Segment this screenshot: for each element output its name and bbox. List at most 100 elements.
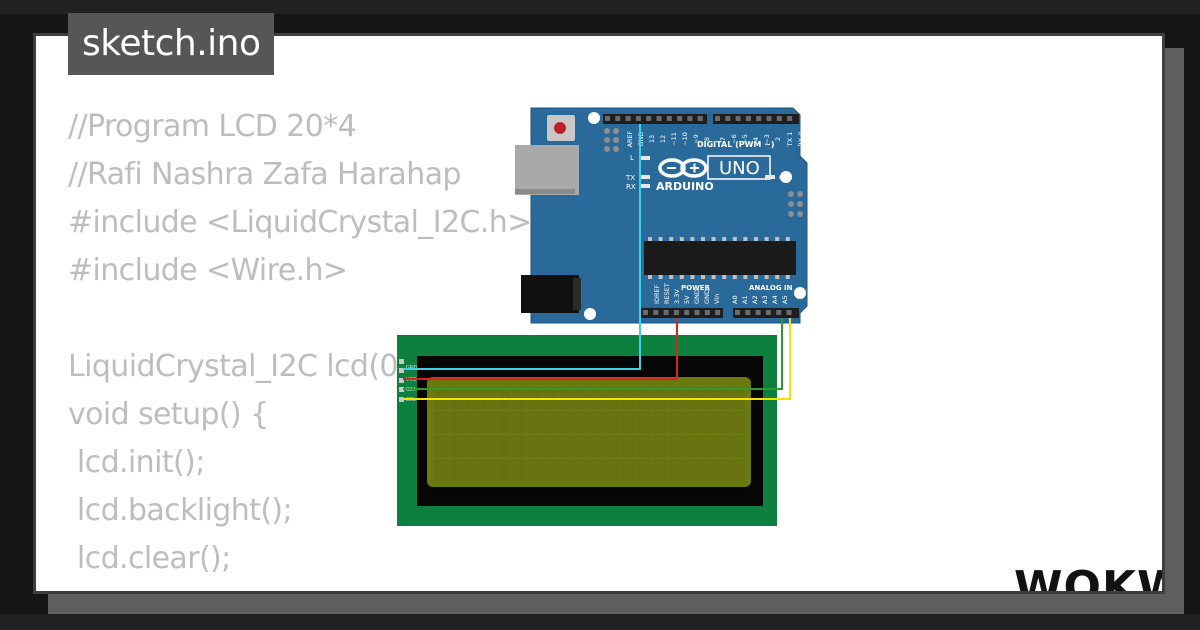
lcd-char-cell [527, 459, 543, 481]
code-line: lcd.clear(); [68, 541, 231, 576]
digital-pin-label: ~5 [741, 134, 749, 144]
led-rx [640, 184, 650, 188]
lcd-char-cell [449, 411, 465, 433]
chip-pin [658, 237, 663, 241]
digital-pin-label: ~10 [681, 132, 689, 146]
icsp-pin [613, 146, 619, 152]
digital-pin-label: 8 [703, 137, 711, 141]
preview-card: //Program LCD 20*4//Rafi Nashra Zafa Har… [33, 33, 1165, 594]
lcd-char-cell [480, 435, 496, 457]
chip-pin [690, 275, 695, 279]
wokwi-logo: WOKWi [1014, 562, 1162, 594]
power-header [641, 308, 723, 318]
pin-hole [787, 116, 793, 121]
pin-hole [776, 116, 782, 121]
lcd-char-cell [652, 411, 667, 433]
bottom-frame-bar [0, 614, 1200, 630]
digital-pin-label: AREF [626, 130, 634, 147]
gnd-wire[interactable] [403, 124, 641, 370]
power-analog-pin-label: 5V [683, 295, 691, 304]
chip-pin [732, 237, 737, 241]
code-listing: //Program LCD 20*4//Rafi Nashra Zafa Har… [68, 103, 532, 591]
code-line: LiquidCrystal_I2C lcd(0 [68, 349, 399, 384]
mount-hole [794, 287, 806, 299]
lcd-char-cell [465, 459, 480, 481]
digital-header-right [713, 114, 799, 124]
lcd-char-cell [590, 435, 605, 457]
digital-pin-label: 2 [774, 137, 782, 141]
chip-pin [775, 237, 780, 241]
lcd-char-cell [621, 459, 636, 481]
code-line: void setup() { [68, 397, 269, 432]
chip-pin [690, 237, 695, 241]
lcd-char-cell [714, 411, 730, 433]
lcd-module[interactable]: GND VCC SDA SCL [397, 335, 777, 526]
lcd-char-cell [434, 459, 449, 481]
chip-pin [722, 237, 727, 241]
lcd-char-cell [621, 411, 636, 433]
code-line: #include <Wire.h> [68, 253, 348, 288]
power-analog-pin-label: GND [703, 289, 711, 304]
pin-hole [653, 310, 659, 315]
pin-hole [625, 116, 631, 121]
lcd-char-cell [636, 459, 652, 481]
file-tab[interactable]: sketch.ino [68, 13, 275, 75]
icsp-pin [604, 137, 610, 143]
lcd-char-cell [527, 411, 543, 433]
lcd-char-cell [512, 459, 527, 481]
pin-hole [605, 116, 610, 121]
icsp-pin [788, 211, 794, 217]
code-line: } [68, 583, 532, 591]
digital-pin-label: ~3 [763, 134, 771, 144]
chip-pin [648, 275, 652, 279]
lcd-char-cell [480, 411, 496, 433]
power-analog-pin-label: Vin [713, 294, 721, 304]
pin-hole [687, 116, 693, 121]
lcd-char-cell [714, 459, 730, 481]
power-analog-pin-label: A3 [761, 295, 769, 304]
code-line: lcd.init(); [68, 445, 205, 480]
lcd-char-cell [512, 435, 527, 457]
chip-pin [743, 275, 748, 279]
digital-pin-label: RX 0 [797, 131, 805, 146]
power-analog-pin-label: A1 [741, 295, 749, 304]
power-jack [521, 275, 579, 313]
chip-pin [754, 275, 758, 279]
led-l-label: L [630, 154, 634, 162]
chip-pin [679, 275, 684, 279]
icsp-pin [604, 146, 610, 152]
lcd-char-cell [574, 435, 589, 457]
pin-hole [756, 116, 762, 121]
chip-pin [785, 237, 790, 241]
top-frame-bar [0, 0, 1200, 14]
lcd-char-cell [730, 411, 745, 433]
lcd-char-cell [699, 411, 714, 433]
icsp-header-right [788, 191, 803, 217]
pin-hole [735, 116, 741, 121]
sda-wire[interactable] [403, 318, 783, 390]
lcd-char-cell [652, 435, 667, 457]
code-line: #include <LiquidCrystal_I2C.h> [68, 205, 532, 240]
lcd-char-cell [714, 435, 730, 457]
led-l [640, 156, 650, 160]
pin-hole [635, 116, 641, 121]
pin-hole [704, 310, 710, 315]
lcd-char-cell [652, 459, 667, 481]
icsp-pin [797, 201, 803, 207]
digital-pin-label: ~6 [730, 134, 738, 144]
digital-pin-label: 4 [752, 137, 760, 141]
vcc-wire[interactable] [403, 318, 678, 380]
scl-wire[interactable] [403, 318, 791, 400]
lcd-char-cell [449, 459, 465, 481]
analog-label: ANALOG IN [749, 284, 793, 292]
lcd-char-cell [668, 435, 683, 457]
board-brand: ARDUINO [656, 180, 714, 193]
power-analog-pin-label: RESET [663, 283, 671, 304]
pin-hole [755, 310, 761, 315]
lcd-char-cell [496, 459, 511, 481]
lcd-char-cell [574, 411, 589, 433]
led-tx [640, 175, 650, 179]
digital-header-left [603, 114, 707, 124]
